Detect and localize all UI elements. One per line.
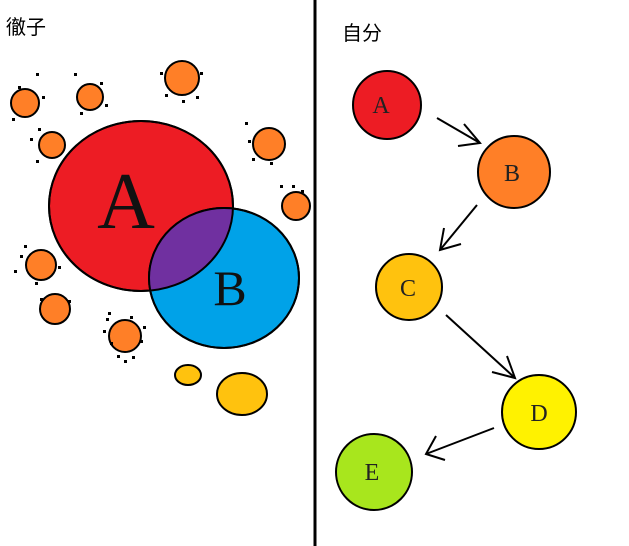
satellite-circle [38,131,66,159]
right-panel-title: 自分 [342,21,382,45]
left-panel: 徹子 [6,15,311,416]
flow-node-c: C [375,253,443,321]
node-label: C [400,276,416,302]
satellite-circle [164,60,200,96]
flow-arrows [424,117,517,461]
satellite-circle [174,364,202,386]
flow-node-e: E [335,433,413,511]
flow-node-b: B [477,135,551,209]
node-label: D [530,401,547,427]
arrow-c-to-d [445,314,517,380]
satellite-circle [216,372,268,416]
arrow-d-to-e [424,427,495,461]
scatter-dots [12,72,304,363]
left-panel-title: 徹子 [6,15,46,39]
satellite-circle [76,83,104,111]
node-label: B [504,161,520,187]
satellite-circle [252,127,286,161]
arrow-b-to-c [438,204,478,252]
satellite-circle [108,319,142,353]
satellite-circle [10,88,40,118]
satellite-circles [10,60,311,416]
node-label: A [372,93,390,119]
satellite-circle [39,293,71,325]
flow-node-d: D [501,374,577,450]
circle-b-label: B [213,260,246,316]
node-label: E [365,460,380,486]
right-panel: 自分 A B [335,21,577,511]
circle-a-label: A [97,158,155,246]
arrow-a-to-b [436,117,482,147]
satellite-circle [25,249,57,281]
satellite-circle [281,191,311,221]
flow-node-a: A [352,70,422,140]
